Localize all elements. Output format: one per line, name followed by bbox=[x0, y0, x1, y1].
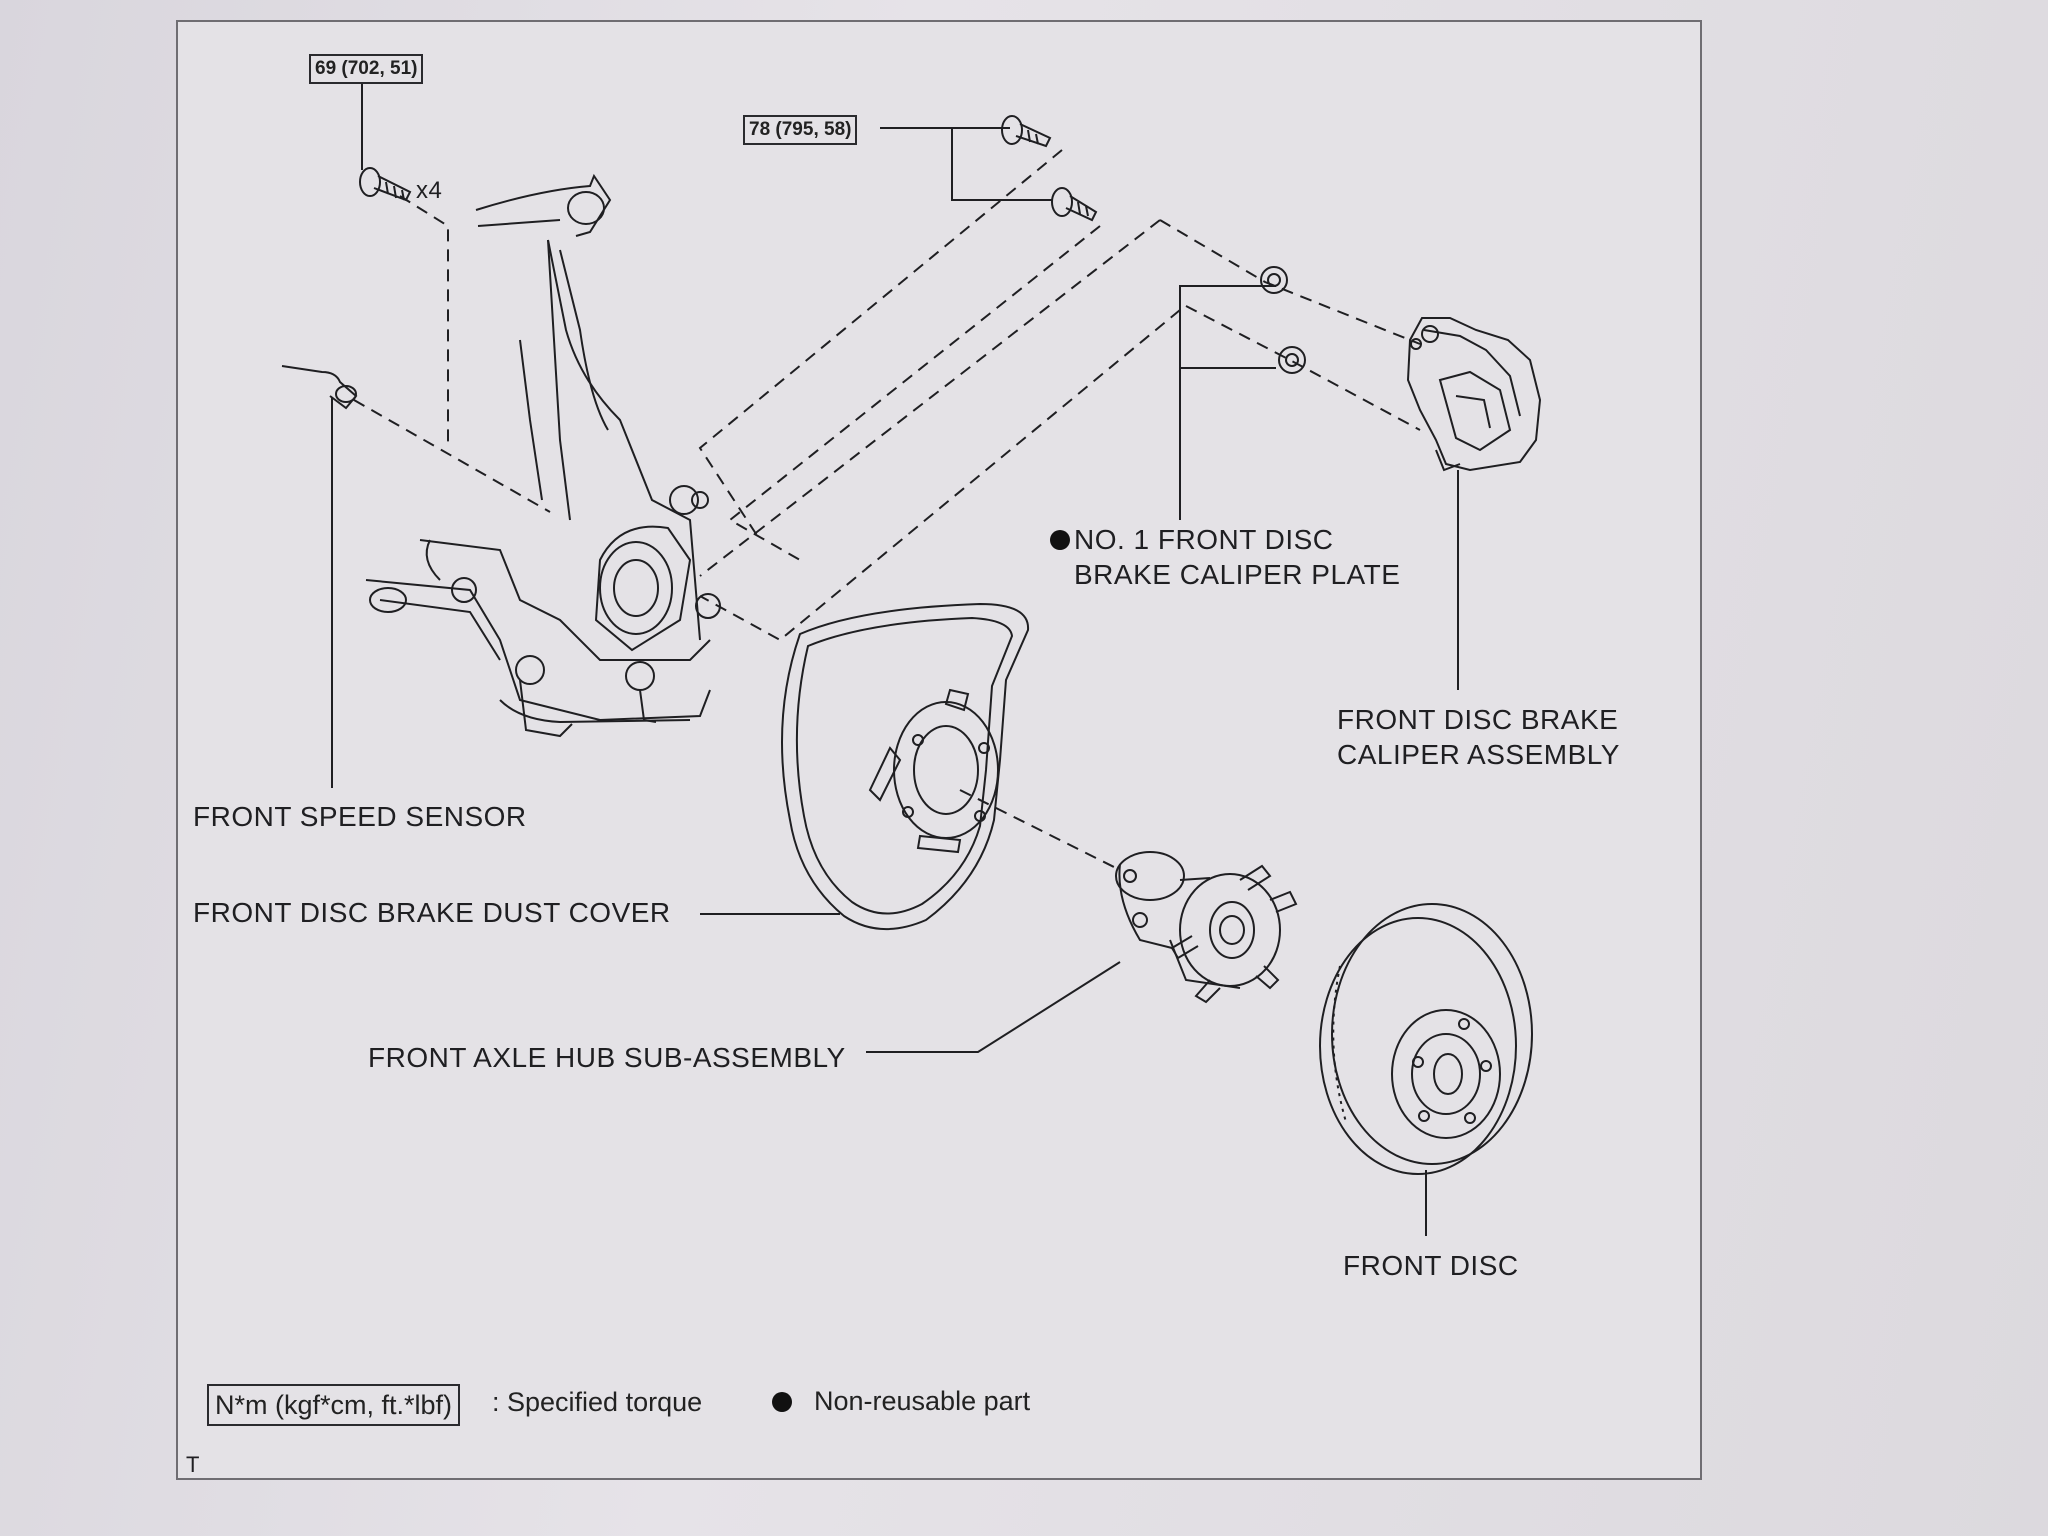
label-caliper-plate-line1: NO. 1 FRONT DISC bbox=[1074, 524, 1334, 555]
caliper-bolt-upper-icon bbox=[1001, 115, 1052, 148]
label-dust-cover: FRONT DISC BRAKE DUST COVER bbox=[193, 897, 671, 928]
dust-cover-icon bbox=[781, 602, 1030, 930]
steering-knuckle-icon bbox=[365, 173, 721, 738]
speed-sensor-icon bbox=[281, 365, 358, 410]
caliper-plate-nut-icon bbox=[1260, 266, 1306, 374]
label-caliper-assembly-line2: CALIPER ASSEMBLY bbox=[1337, 739, 1620, 770]
torque-label-caliper-bolts: 78 (795, 58) bbox=[743, 115, 858, 145]
leader-lines bbox=[331, 82, 1459, 1236]
front-disc-icon bbox=[1319, 903, 1533, 1175]
torque-label-knuckle-bolts: 69 (702, 51) bbox=[309, 54, 424, 84]
caliper-bolt-lower-icon bbox=[1051, 187, 1098, 222]
legend-unit-desc: : Specified torque bbox=[492, 1387, 703, 1417]
corner-mark: T bbox=[186, 1452, 200, 1477]
label-front-disc: FRONT DISC bbox=[1343, 1250, 1519, 1281]
legend-nonreusable-desc: Non-reusable part bbox=[814, 1386, 1031, 1416]
axle-hub-icon bbox=[1115, 851, 1298, 1004]
label-axle-hub: FRONT AXLE HUB SUB-ASSEMBLY bbox=[368, 1042, 846, 1073]
nonreusable-marker bbox=[1050, 530, 1070, 550]
label-caliper-assembly-line1: FRONT DISC BRAKE bbox=[1337, 704, 1619, 735]
label-speed-sensor: FRONT SPEED SENSOR bbox=[193, 801, 527, 832]
caliper-assembly-icon bbox=[1406, 317, 1542, 472]
legend-nonreusable-dot bbox=[772, 1392, 792, 1412]
label-caliper-plate-line2: BRAKE CALIPER PLATE bbox=[1074, 559, 1401, 590]
knuckle-bolt-icon bbox=[359, 167, 412, 202]
quantity-label: x4 bbox=[416, 177, 443, 204]
legend-unit-box: N*m (kgf*cm, ft.*lbf) bbox=[207, 1384, 461, 1426]
dashed-alignment-lines bbox=[353, 149, 1421, 871]
diagram-frame bbox=[176, 20, 1702, 1480]
